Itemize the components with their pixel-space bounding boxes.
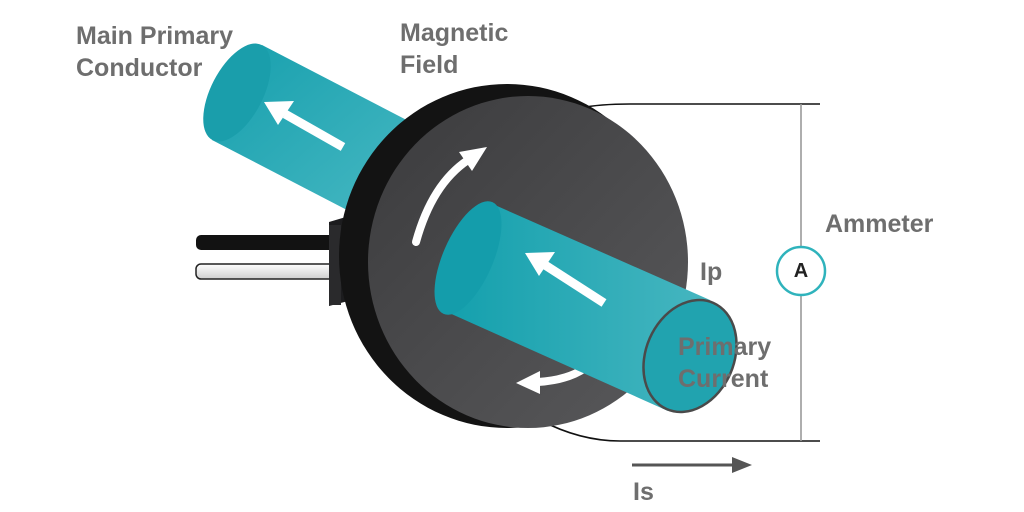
conductor-arrow-shaft	[282, 110, 346, 151]
primary-arrow-head	[525, 252, 555, 276]
ammeter-icon	[775, 245, 827, 297]
conductor-arrow-head	[264, 101, 294, 125]
magnetic-field-label: Magnetic Field	[400, 19, 509, 79]
primary-current-label: Primary Current	[678, 333, 772, 393]
ammeter-symbol: A	[793, 260, 809, 282]
secondary-leads	[195, 214, 356, 306]
ammeter-circuit	[775, 104, 827, 441]
primary-arrow-shaft	[542, 261, 607, 307]
field-arrow-upper	[412, 156, 472, 246]
secondary-wire-bottom	[539, 419, 820, 442]
ip-label: Ip	[700, 258, 723, 286]
is-label: Is	[633, 478, 654, 506]
is-arrow	[632, 457, 752, 473]
white-lead-wire	[195, 263, 342, 280]
secondary-wire-top	[579, 103, 820, 109]
ammeter-label: Ammeter	[825, 210, 934, 238]
primary-conductor-front	[434, 201, 738, 414]
conductor-end-face	[642, 298, 738, 414]
main-primary-conductor-label: Main Primary Conductor	[76, 22, 234, 82]
black-lead-wire	[196, 235, 341, 250]
